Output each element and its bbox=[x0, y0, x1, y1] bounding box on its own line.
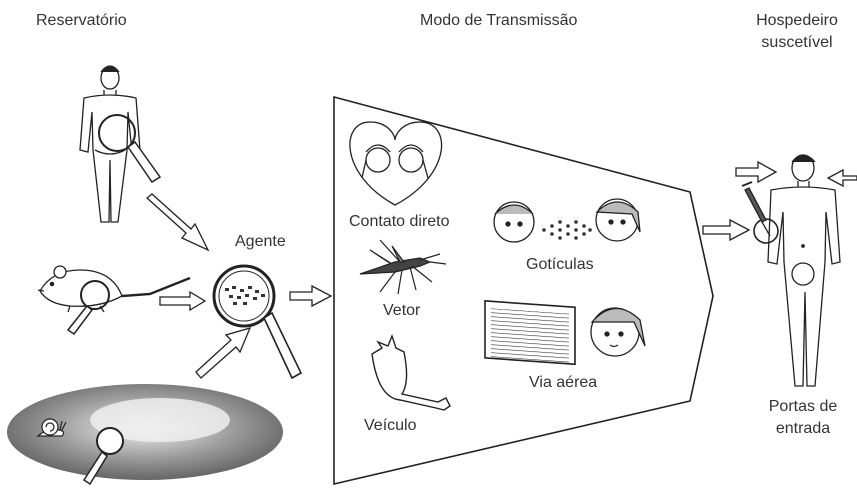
transmission-big-arrow bbox=[333, 95, 714, 486]
arrow-entry-arm bbox=[702, 218, 751, 242]
magnifier-human bbox=[98, 114, 162, 184]
droplets-two-faces-icon bbox=[493, 198, 641, 243]
magnifier-mouse bbox=[66, 280, 110, 336]
air-vent-icon bbox=[484, 300, 576, 366]
direct-contact-heart-icon bbox=[349, 121, 443, 206]
vehicle-chicken-leg-icon bbox=[371, 333, 451, 411]
mode-droplets-label: Gotículas bbox=[526, 256, 594, 273]
mosquito-vector-icon bbox=[359, 239, 447, 295]
snail-icon bbox=[36, 418, 67, 437]
host-human-figure bbox=[767, 154, 841, 387]
arrow-ground-to-agent bbox=[195, 326, 252, 379]
host-entry-line2: entrada bbox=[775, 420, 831, 437]
mode-direct-contact-label: Contato direto bbox=[349, 213, 450, 230]
arrow-mouse-to-agent bbox=[159, 290, 207, 312]
droplet-spray bbox=[542, 220, 592, 240]
mode-vector-label: Vetor bbox=[383, 302, 421, 319]
agent-microbe-dots bbox=[225, 286, 265, 305]
mode-vehicle-label: Veículo bbox=[364, 417, 417, 434]
agent-label: Agente bbox=[235, 233, 286, 250]
arrow-entry-head-left bbox=[735, 160, 778, 184]
reservoir-header: Reservatório bbox=[36, 12, 127, 29]
transmission-header: Modo de Transmissão bbox=[420, 12, 578, 29]
arrow-entry-head-right bbox=[826, 168, 857, 188]
reservoir-environment-ground bbox=[7, 384, 283, 480]
host-header-line1: Hospedeiro bbox=[756, 12, 838, 29]
agent-magnifier bbox=[212, 264, 303, 380]
arrow-human-to-agent bbox=[145, 193, 210, 252]
host-entry-line1: Portas de bbox=[768, 398, 838, 415]
reservoir-mouse-figure bbox=[37, 265, 191, 313]
mode-airborne-label: Via aérea bbox=[529, 374, 598, 391]
airborne-face-icon bbox=[590, 307, 646, 357]
magnifier-ground bbox=[82, 427, 124, 486]
host-header-line2: suscetível bbox=[761, 34, 833, 51]
arrow-agent-to-transmission bbox=[289, 284, 333, 308]
syringe-icon bbox=[741, 181, 771, 237]
